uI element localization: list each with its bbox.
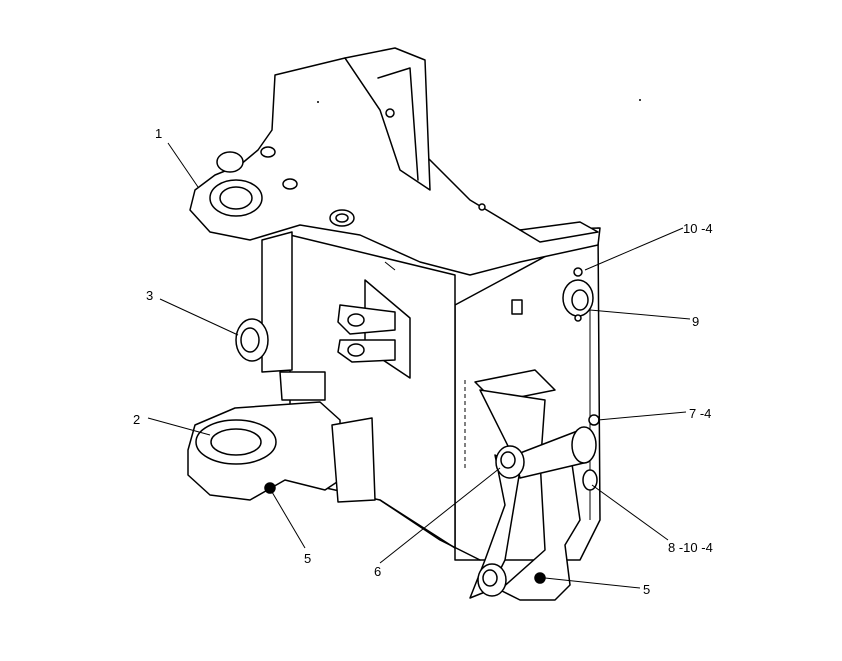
side-boss-part-3 — [235, 318, 269, 362]
callout-5-lower-arm: 5 — [304, 551, 311, 566]
callout-6: 6 — [374, 564, 381, 579]
callout-7: 7 -4 — [689, 406, 711, 421]
callout-9: 9 — [692, 314, 699, 329]
callout-labels: 1 2 3 5 5 6 7 -4 8 -10 -4 9 10 -4 — [133, 126, 713, 597]
callout-10: 10 -4 — [683, 221, 713, 236]
callout-3: 3 — [146, 288, 153, 303]
stray-dot — [317, 101, 319, 103]
callout-8: 8 -10 -4 — [668, 540, 713, 555]
callout-5-link: 5 — [643, 582, 650, 597]
stray-dot — [639, 99, 641, 101]
center-brackets — [337, 261, 411, 379]
callout-2: 2 — [133, 412, 140, 427]
bushing-part-9 — [511, 267, 594, 322]
top-plate-part-1 — [189, 47, 601, 276]
leader-lines — [147, 142, 691, 589]
callout-1: 1 — [155, 126, 162, 141]
lower-arm-part-2 — [187, 371, 376, 503]
link-assembly — [469, 369, 600, 601]
